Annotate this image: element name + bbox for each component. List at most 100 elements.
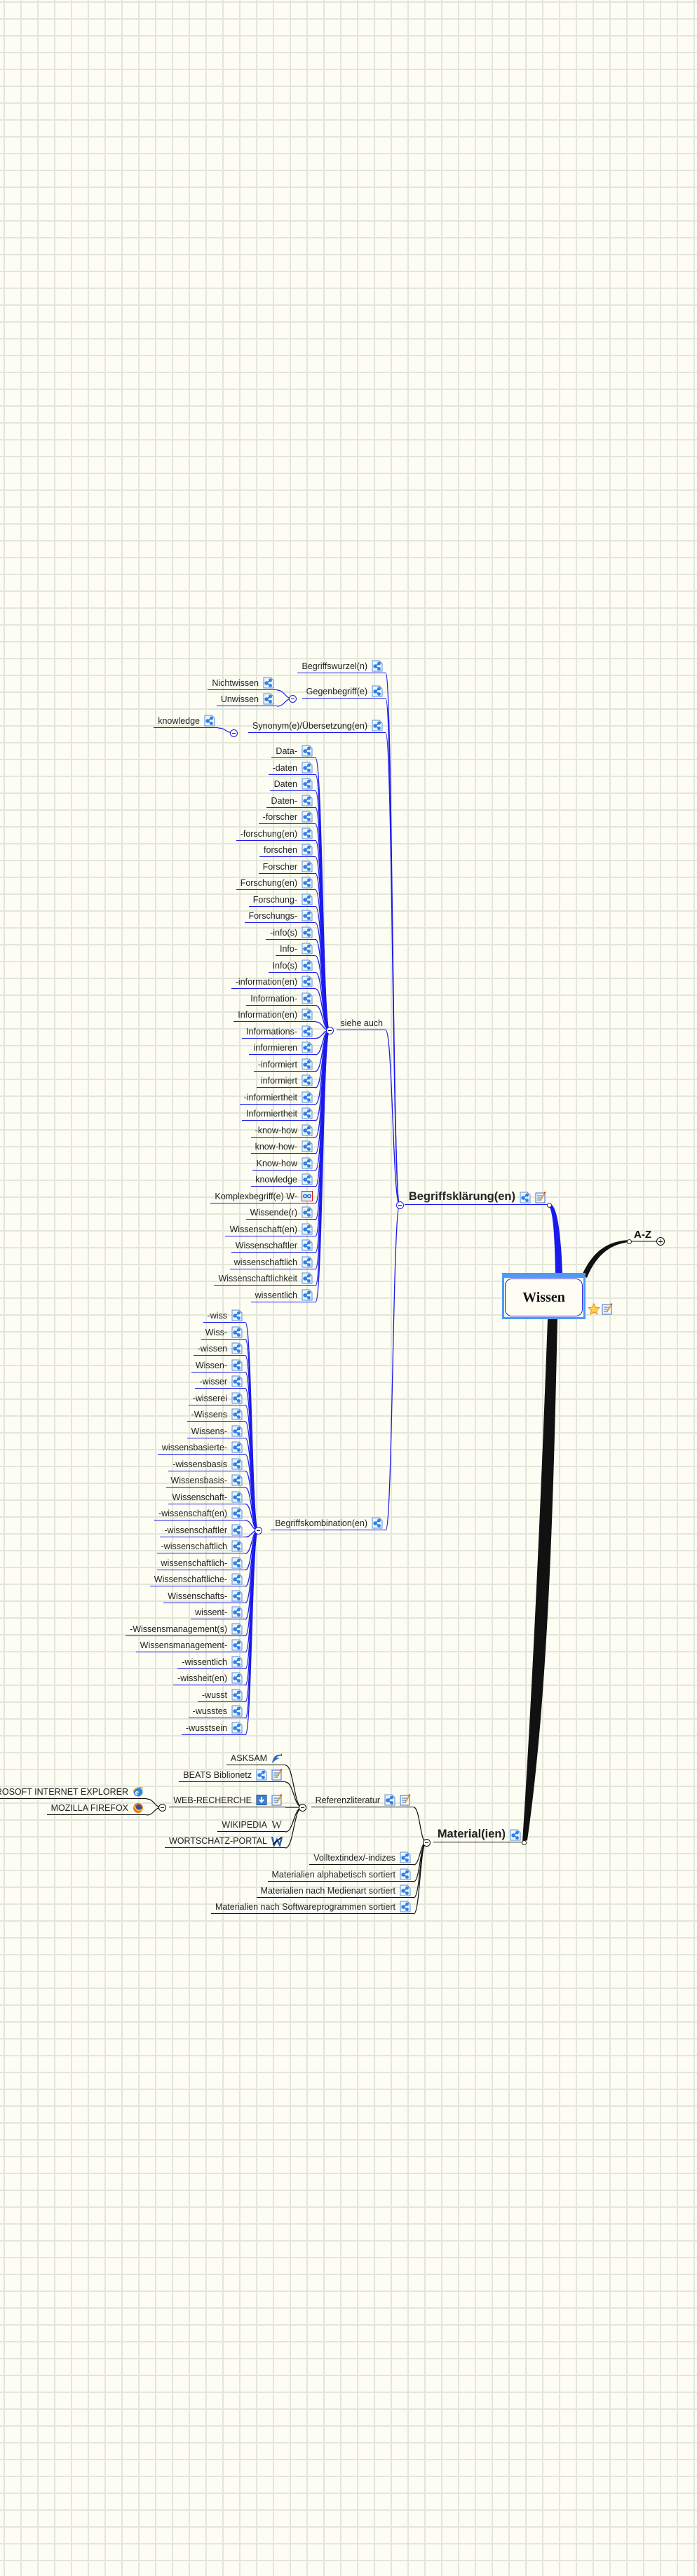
list-item[interactable]: Wissenschaftliche- <box>149 1573 245 1586</box>
list-item[interactable]: informieren <box>249 1041 316 1055</box>
share-icon[interactable] <box>231 1309 243 1321</box>
list-item[interactable]: Nichtwissen <box>208 677 277 690</box>
branch-material[interactable]: Material(ien) <box>433 1826 524 1842</box>
expand-a-z-toggle[interactable] <box>656 1237 665 1246</box>
share-icon[interactable] <box>302 745 313 757</box>
share-icon[interactable] <box>400 1884 411 1896</box>
share-icon[interactable] <box>231 1672 243 1684</box>
list-item[interactable]: wissenschaftlich- <box>156 1557 245 1570</box>
list-item[interactable]: -wissensbasis <box>168 1458 245 1471</box>
share-icon[interactable] <box>302 976 313 987</box>
share-icon[interactable] <box>372 720 383 731</box>
list-item[interactable]: -wissenschaftler <box>160 1524 245 1537</box>
list-item[interactable]: -wusstes <box>188 1705 245 1718</box>
list-item[interactable]: Daten <box>269 778 316 791</box>
list-item[interactable]: wissent- <box>191 1606 245 1619</box>
list-item[interactable]: Data- <box>271 745 316 758</box>
share-icon[interactable] <box>231 1408 243 1420</box>
collapse-gegenbegriff[interactable] <box>288 694 297 703</box>
list-item[interactable]: -information(en) <box>231 976 316 989</box>
collapse-web-recherche[interactable] <box>158 1803 166 1812</box>
list-item[interactable]: Wissens- <box>187 1425 245 1438</box>
share-icon[interactable] <box>231 1606 243 1618</box>
list-item[interactable]: knowledge <box>154 715 218 728</box>
share-icon[interactable] <box>302 844 313 856</box>
list-item[interactable]: Wissenschafts- <box>163 1590 245 1603</box>
share-icon[interactable] <box>384 1794 395 1806</box>
collapse-begriffsklaerung[interactable] <box>395 1201 404 1209</box>
node-beats-biblionetz[interactable]: BEATS Biblionetz <box>179 1769 285 1782</box>
share-icon[interactable] <box>302 959 313 971</box>
share-icon[interactable] <box>400 1901 411 1913</box>
list-item[interactable]: Wissenschaft(en) <box>225 1223 316 1236</box>
share-icon[interactable] <box>302 1058 313 1070</box>
list-item[interactable]: Daten- <box>266 795 316 808</box>
share-icon[interactable] <box>231 1590 243 1602</box>
share-icon[interactable] <box>302 943 313 955</box>
share-icon[interactable] <box>302 795 313 807</box>
share-icon[interactable] <box>302 1223 313 1235</box>
share-icon[interactable] <box>231 1458 243 1470</box>
list-item[interactable]: Wissenschaftlichkeit <box>214 1272 316 1286</box>
list-item[interactable]: -informiert <box>253 1058 316 1072</box>
share-icon[interactable] <box>302 992 313 1004</box>
list-item[interactable]: forschen <box>259 844 316 857</box>
share-icon[interactable] <box>231 1359 243 1371</box>
node-mozilla-firefox[interactable]: MOZILLA FIREFOX <box>46 1802 147 1815</box>
list-item[interactable]: -daten <box>268 762 316 775</box>
share-icon[interactable] <box>231 1491 243 1503</box>
node-web-recherche[interactable]: WEB-RECHERCHE <box>169 1794 285 1807</box>
collapse-referenzliteratur[interactable] <box>298 1803 306 1812</box>
share-icon[interactable] <box>231 1573 243 1585</box>
list-item[interactable]: Wissensmanagement- <box>135 1639 245 1652</box>
list-item[interactable]: Forschung(en) <box>236 877 316 890</box>
collapse-material[interactable] <box>422 1838 431 1847</box>
share-icon[interactable] <box>302 877 313 889</box>
ie-icon[interactable]: e <box>133 1786 144 1798</box>
share-icon[interactable] <box>231 1375 243 1387</box>
list-item[interactable]: -forschung(en) <box>236 828 316 841</box>
share-icon[interactable] <box>231 1425 243 1437</box>
list-item[interactable]: -know-how <box>250 1124 316 1138</box>
share-icon[interactable] <box>231 1507 243 1519</box>
list-item[interactable]: Materialien nach Medienart sortiert <box>256 1884 414 1898</box>
firefox-icon[interactable] <box>133 1802 144 1814</box>
central-node[interactable]: Wissen <box>502 1273 586 1319</box>
share-icon[interactable] <box>302 778 313 790</box>
share-icon[interactable] <box>400 1868 411 1880</box>
collapse-begriffskombination[interactable] <box>254 1526 262 1535</box>
share-icon[interactable] <box>400 1852 411 1863</box>
link-icon[interactable] <box>302 1190 313 1202</box>
list-item[interactable]: -wisser <box>195 1375 245 1389</box>
share-icon[interactable] <box>231 1722 243 1734</box>
share-icon[interactable] <box>302 1091 313 1103</box>
list-item[interactable]: Wiss- <box>201 1326 245 1340</box>
list-item[interactable]: -info(s) <box>266 926 316 940</box>
list-item[interactable]: -Wissensmanagement(s) <box>126 1623 245 1636</box>
list-item[interactable]: wissentlich <box>250 1289 316 1302</box>
share-icon[interactable] <box>510 1829 521 1841</box>
share-icon[interactable] <box>231 1326 243 1338</box>
share-icon[interactable] <box>231 1639 243 1651</box>
list-item[interactable]: -informiertheit <box>239 1091 316 1105</box>
branch-begriffsklaerung[interactable]: Begriffsklärung(en) <box>404 1188 549 1205</box>
share-icon[interactable] <box>302 762 313 774</box>
note-icon[interactable] <box>271 1794 283 1806</box>
list-item[interactable]: Volltextindex/-indizes <box>309 1852 414 1865</box>
wiki-icon[interactable]: W <box>271 1819 283 1831</box>
node-synonym[interactable]: Synonym(e)/Übersetzung(en) <box>248 720 386 733</box>
share-icon[interactable] <box>372 685 383 697</box>
share-icon[interactable] <box>520 1192 531 1203</box>
share-icon[interactable] <box>231 1540 243 1552</box>
share-icon[interactable] <box>302 1025 313 1037</box>
share-icon[interactable] <box>231 1656 243 1668</box>
list-item[interactable]: know-how- <box>250 1140 316 1154</box>
share-icon[interactable] <box>263 677 274 689</box>
list-item[interactable]: Forscher <box>258 861 316 874</box>
list-item[interactable]: knowledge <box>251 1173 316 1187</box>
node-gegenbegriff[interactable]: Gegenbegriff(e) <box>302 685 386 699</box>
note-icon[interactable] <box>535 1192 546 1203</box>
